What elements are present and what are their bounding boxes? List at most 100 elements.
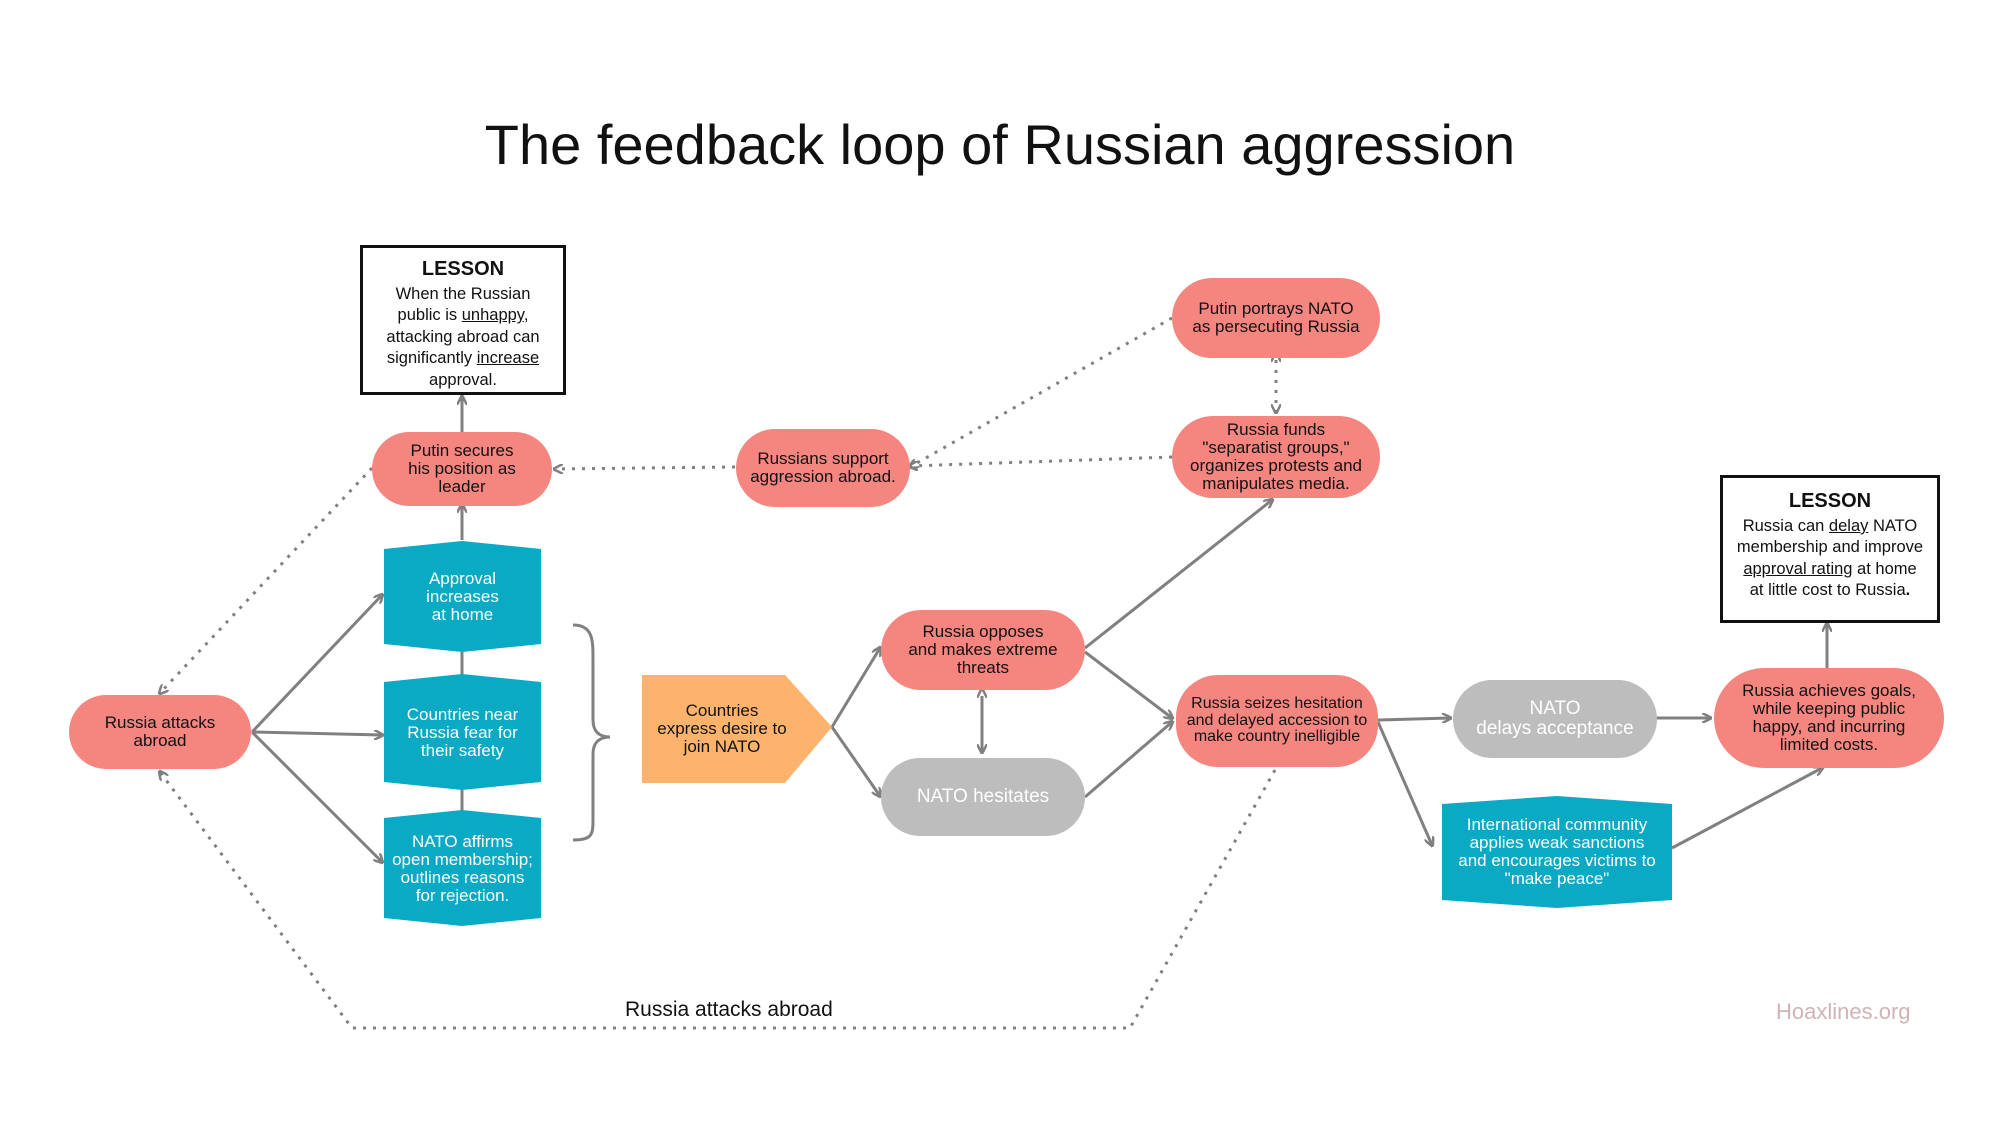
node-label-line: applies weak sanctions [1469, 832, 1645, 852]
node-label-line: their safety [420, 741, 505, 760]
node-label: Russia funds"separatist groups,"organize… [1190, 419, 1362, 494]
node-label-line: open membership; [392, 849, 533, 869]
arrow-seizes-to-nato-delays [1377, 718, 1450, 720]
lesson-left-line: significantly [386, 349, 477, 368]
lesson-box-right: LESSON Russia can delay NATO membership … [1720, 475, 1940, 623]
approval-shape [384, 541, 541, 652]
node-label-line: "make peace" [1504, 869, 1610, 889]
node-label-line: "separatist groups," [1202, 437, 1350, 457]
arrow-opposes-to-funds [1084, 500, 1272, 650]
node-label-line: leader [438, 477, 486, 496]
node-label-line: as persecuting Russia [1192, 317, 1360, 336]
arrow-attacks-to-approval [250, 595, 382, 734]
node-nato-hesitates: NATO hesitates [881, 758, 1085, 836]
lesson-left-line: public is [397, 306, 462, 325]
node-label-line: abroad [133, 731, 187, 750]
lesson-right-line: membership and improve [1736, 538, 1924, 557]
arrow-desire-to-hesitates [830, 726, 880, 796]
node-label-line: NATO hesitates [916, 785, 1050, 807]
node-label-line: manipulates media. [1202, 474, 1350, 494]
node-label-line: and makes extreme [908, 639, 1058, 659]
node-label: NATO hesitates [916, 785, 1050, 807]
node-label-line: Russia attacks [104, 712, 216, 732]
node-label-line: at home [431, 605, 494, 624]
node-label-line: aggression abroad. [750, 467, 896, 486]
lesson-right-line: Russia can [1742, 517, 1829, 535]
node-label-line: Russians support [757, 448, 889, 468]
node-label-line: for rejection. [415, 886, 510, 906]
lesson-left-line: approval. [429, 370, 497, 389]
lesson-left-line: attacking abroad can [386, 327, 540, 346]
node-label-line: make country inelligible [1193, 728, 1361, 746]
node-label-line: Countries near [406, 704, 519, 724]
node-russia-achieves: Russia achieves goals,while keeping publ… [1714, 668, 1944, 768]
arrow-desire-to-opposes [830, 648, 880, 728]
curly-brace [572, 623, 611, 842]
lesson-box-left: LESSON When the Russian public is unhapp… [360, 245, 566, 395]
node-label-line: join NATO [683, 737, 761, 756]
node-label-line: express desire to [657, 718, 787, 738]
countries-fear-shape [384, 674, 541, 790]
arrow-intl-to-achieves [1671, 768, 1822, 850]
node-label-line: Countries [685, 700, 759, 720]
node-label-line: Russia fear for [407, 722, 518, 742]
dotted-arrow-portrays-to-support [910, 316, 1173, 467]
node-label-line: delays acceptance [1476, 718, 1634, 739]
node-label-line: Russia opposes [922, 621, 1044, 641]
node-label-line: Putin secures [410, 440, 514, 460]
lesson-right-line: NATO [1868, 517, 1918, 535]
node-label-line: and delayed accession to [1186, 711, 1368, 729]
lesson-right-underlined: approval rating [1743, 559, 1853, 578]
lesson-right-underlined: delay [1828, 517, 1869, 535]
node-label-line: his position as [408, 458, 516, 478]
dotted-arrow-support-to-putin [555, 467, 736, 469]
node-label-line: Putin portrays NATO [1198, 298, 1354, 318]
node-label: Russia achieves goals,while keeping publ… [1742, 681, 1916, 755]
node-label-line: Approval [428, 568, 497, 588]
watermark: Hoaxlines.org [1776, 999, 1911, 1024]
node-label-line: International community [1466, 814, 1648, 834]
node-label-line: limited costs. [1779, 735, 1879, 755]
lesson-left-line: , [523, 306, 529, 325]
lesson-right-line: at home [1852, 559, 1917, 578]
intl-community-shape [1442, 796, 1672, 908]
node-label-line: increases [426, 586, 499, 606]
node-russia-funds: Russia funds"separatist groups,"organize… [1172, 416, 1380, 498]
lesson-right-line: . [1905, 581, 1911, 600]
nato-affirms-shape [384, 810, 541, 926]
loop-label: Russia attacks abroad [625, 998, 833, 1021]
node-label-line: NATO affirms [411, 831, 514, 851]
arrow-attacks-to-nato-affirms [250, 730, 382, 862]
node-label-line: Russia funds [1226, 419, 1326, 439]
node-label-line: Russia seizes hesitation [1191, 694, 1363, 712]
lesson-right-heading: LESSON [1788, 490, 1872, 512]
lesson-left-heading: LESSON [421, 258, 505, 280]
node-label-line: threats [957, 658, 1009, 677]
dotted-arrow-putin-to-attacks [160, 466, 374, 693]
node-label-line: NATO [1529, 697, 1581, 719]
node-label-line: organizes protests and [1190, 456, 1362, 475]
node-label-line: and encourages victims to [1458, 851, 1656, 870]
arrow-opposes-to-seizes [1084, 650, 1172, 718]
countries-desire-shape [642, 675, 832, 783]
lesson-left-underlined: unhappy [461, 306, 524, 325]
arrow-attacks-to-fear [251, 732, 382, 735]
